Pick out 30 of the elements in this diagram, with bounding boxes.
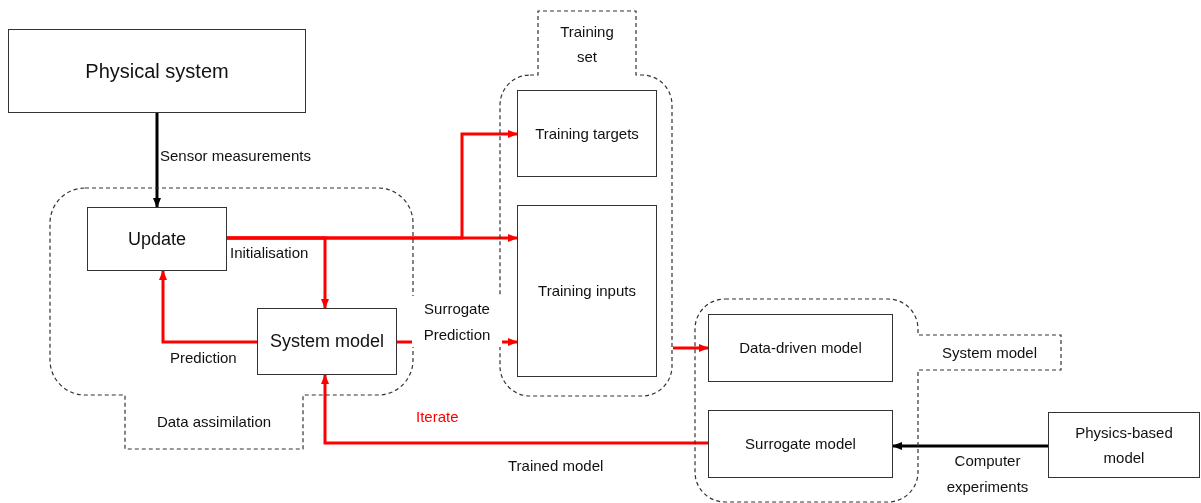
arrow bbox=[892, 442, 1048, 450]
node-label: Physics-based model bbox=[1074, 422, 1174, 468]
node-label: Surrogate model bbox=[745, 434, 856, 455]
process-box bbox=[1048, 412, 1200, 478]
node-label: Data-driven model bbox=[739, 338, 862, 359]
arrow bbox=[227, 234, 518, 242]
node-label: System model bbox=[941, 342, 1037, 363]
edge-label: Surrogate Prediction bbox=[412, 296, 502, 347]
arrow bbox=[153, 113, 161, 208]
node-label: Training inputs bbox=[538, 281, 636, 302]
note-label: Iterate bbox=[416, 407, 459, 427]
node-label: Training targets bbox=[535, 123, 639, 144]
node-label: System model bbox=[269, 330, 384, 354]
process-box bbox=[87, 207, 227, 271]
dashed-group-outline bbox=[50, 188, 413, 450]
process-box bbox=[517, 90, 657, 177]
node-label: Data assimilation bbox=[156, 412, 272, 433]
process-box bbox=[708, 410, 893, 478]
dashed-group-outline bbox=[500, 10, 673, 397]
node-label: Update bbox=[127, 227, 186, 251]
arrow bbox=[673, 344, 709, 352]
node-label: Physical system bbox=[85, 59, 229, 84]
process-box bbox=[257, 308, 397, 375]
arrow bbox=[321, 374, 708, 445]
dashed-group-outline bbox=[695, 298, 1062, 502]
process-box bbox=[517, 205, 657, 377]
arrow bbox=[159, 270, 257, 344]
process-box bbox=[708, 314, 893, 382]
process-box bbox=[8, 29, 306, 113]
node-label: Training set bbox=[559, 21, 615, 67]
